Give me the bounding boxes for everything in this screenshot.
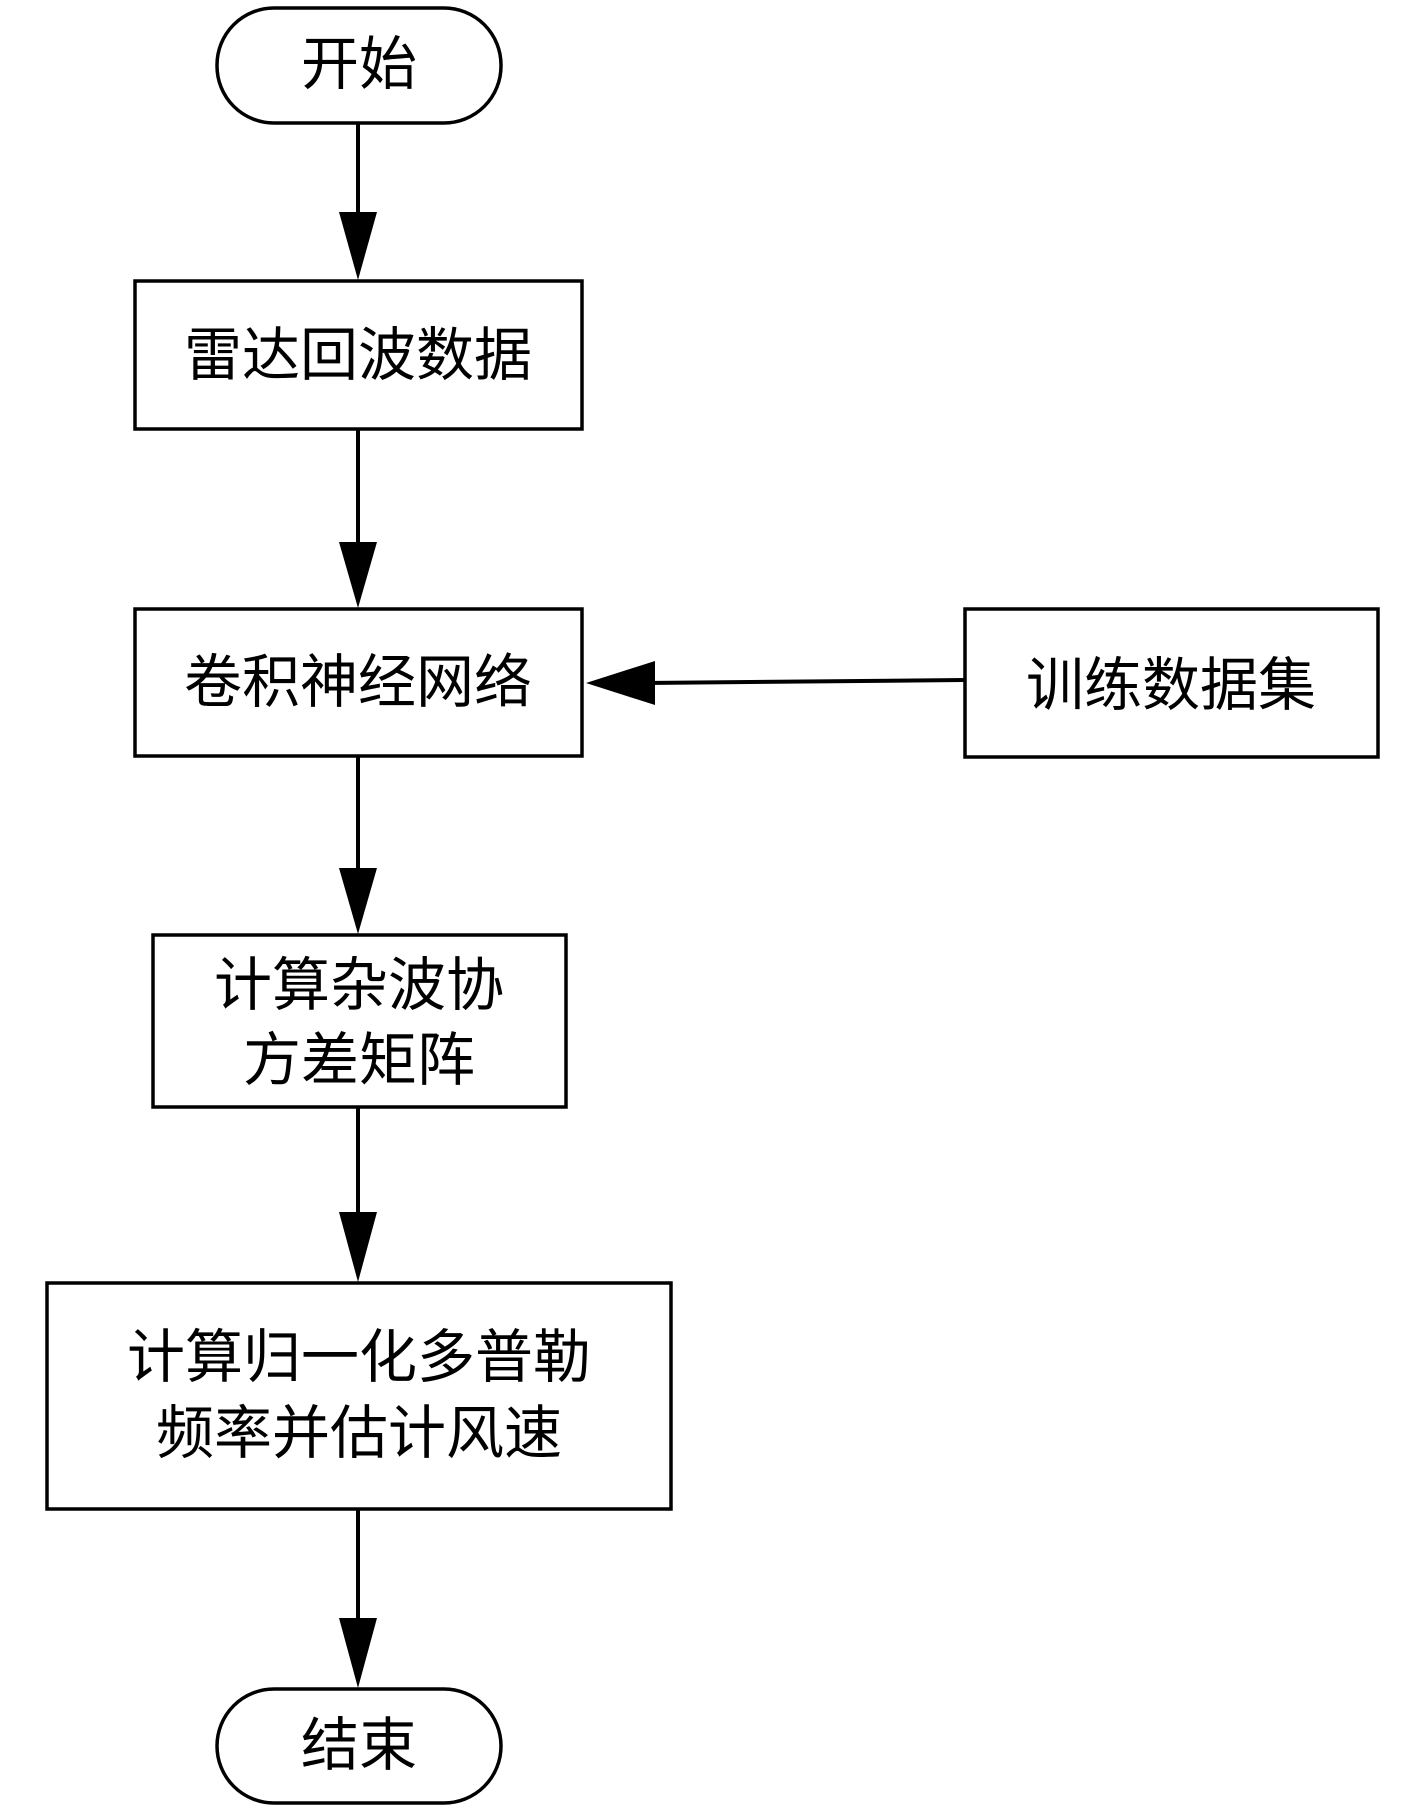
edge-radar-echo-to-cnn xyxy=(339,430,377,608)
cnn-label: 卷积神经网络 xyxy=(184,648,532,716)
radar-echo-data-label: 雷达回波数据 xyxy=(184,321,532,389)
doppler-wind-label-line1: 计算归一化多普勒 xyxy=(127,1323,591,1391)
radar-echo-data-box: 雷达回波数据 xyxy=(133,279,584,431)
flowchart-nodes: 开始 雷达回波数据 卷积神经网络 训练数据集 计算杂波协 方差矩阵 计算归一化多… xyxy=(45,6,1380,1805)
edge-start-to-radar-echo xyxy=(339,124,377,280)
cnn-box: 卷积神经网络 xyxy=(133,607,584,758)
end-label: 结束 xyxy=(301,1711,417,1779)
clutter-covariance-label-line1: 计算杂波协 xyxy=(214,951,504,1019)
edge-clutter-cov-to-doppler-wind xyxy=(339,1108,377,1282)
end-terminator: 结束 xyxy=(215,1687,503,1805)
training-dataset-box: 训练数据集 xyxy=(963,607,1380,759)
start-terminator: 开始 xyxy=(215,6,503,125)
clutter-covariance-box: 计算杂波协 方差矩阵 xyxy=(151,933,568,1109)
flowchart-edges xyxy=(339,124,965,1688)
edge-cnn-to-clutter-cov xyxy=(339,757,377,934)
edge-training-set-to-cnn xyxy=(586,661,965,705)
doppler-wind-box: 计算归一化多普勒 频率并估计风速 xyxy=(45,1281,673,1511)
training-dataset-label: 训练数据集 xyxy=(1026,651,1316,719)
doppler-wind-label-line2: 频率并估计风速 xyxy=(156,1399,562,1467)
clutter-covariance-label-line2: 方差矩阵 xyxy=(243,1026,475,1094)
start-label: 开始 xyxy=(301,30,417,98)
edge-doppler-wind-to-end xyxy=(339,1510,377,1688)
